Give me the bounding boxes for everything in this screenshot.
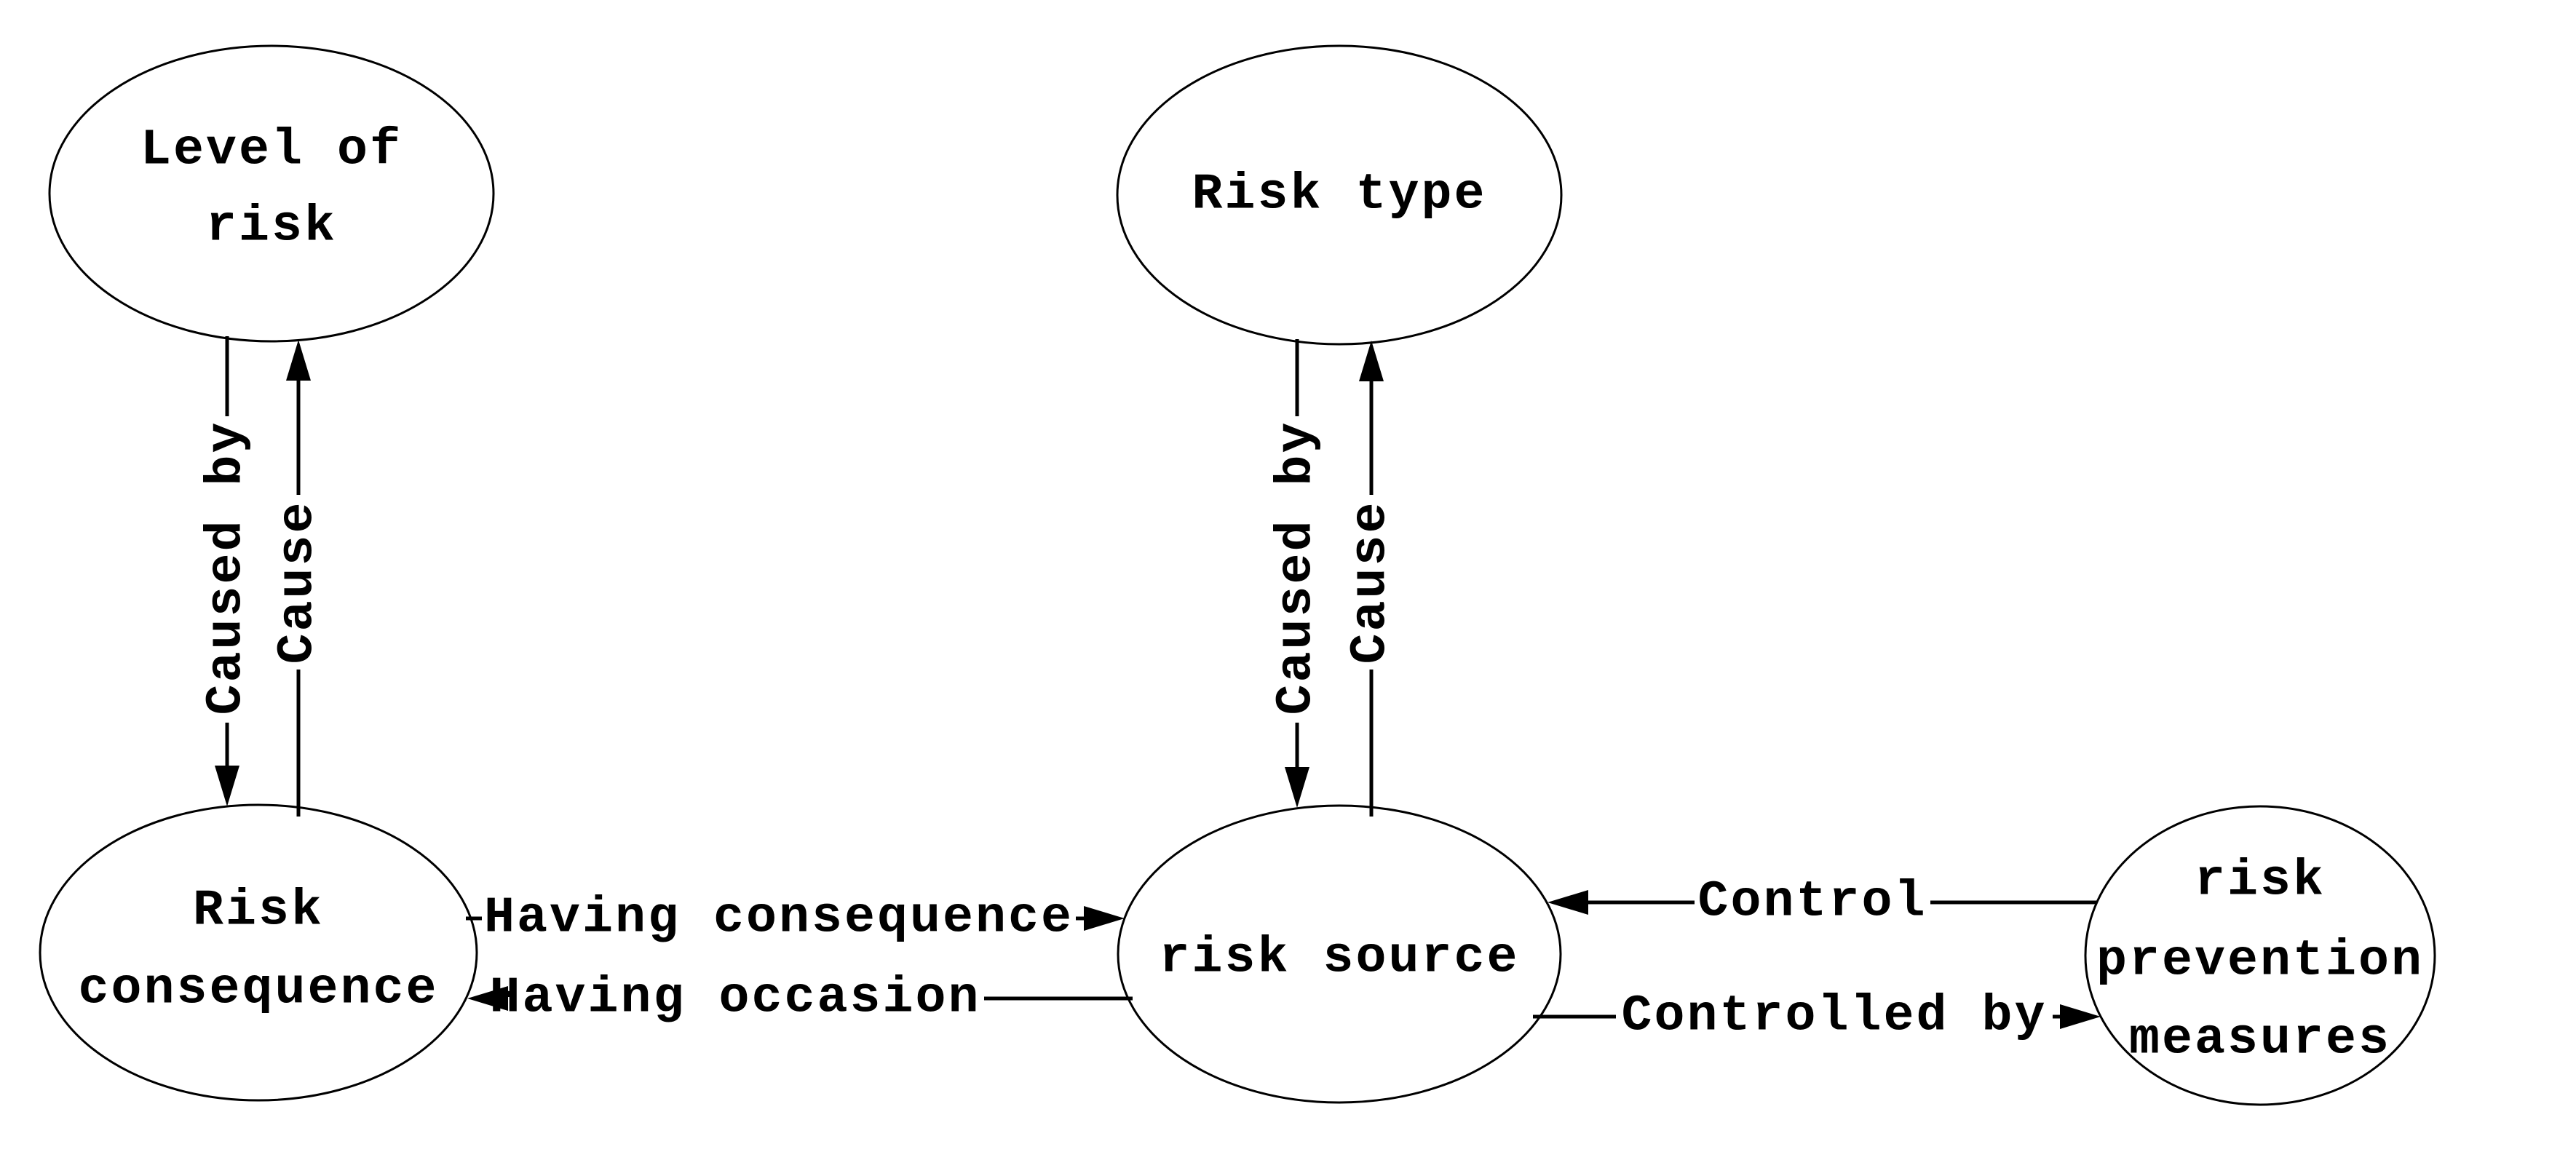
node-ellipse-risk-consequence [39,803,478,1102]
node-ellipse-risk-source [1117,804,1562,1104]
arrowhead-down-left-icon [215,766,239,806]
arrowhead-left-control-icon [1547,890,1588,915]
arrowhead-down-middle-icon [1285,767,1309,808]
node-label-risk-prevention-measures-line2: prevention [2096,933,2424,990]
edge-cause-middle: Cause [1343,341,1400,817]
node-risk-prevention-measures: risk prevention measures [2084,805,2436,1106]
node-risk-source: risk source [1117,804,1562,1104]
edge-label-controlled-by: Controlled by [1621,988,2047,1046]
node-label-level-of-risk-line1: Level of [140,122,403,180]
edge-label-control: Control [1697,874,1927,931]
arrowhead-up-left-icon [286,340,311,381]
edge-having-consequence: Having consequence [466,890,1125,948]
node-ellipse-level-of-risk [48,44,495,343]
edge-control: Control [1547,874,2097,931]
node-label-risk-consequence-line1: Risk [193,883,324,940]
node-ellipse-risk-type [1116,44,1563,346]
edge-caused-by-middle: Caused by [1269,339,1326,808]
edge-label-caused-by-middle: Caused by [1269,420,1326,715]
arrowhead-right-controlled-by-icon [2060,1004,2101,1029]
edge-label-having-consequence: Having consequence [484,890,1074,948]
edge-label-cause-left: Cause [270,500,328,664]
edge-label-having-occasion: Having occasion [489,970,980,1028]
node-label-risk-consequence-line2: consequence [78,961,438,1019]
edge-caused-by-left: Caused by [199,336,256,806]
node-risk-type: Risk type [1116,44,1563,346]
node-level-of-risk: Level of risk [48,44,495,343]
arrowhead-up-middle-icon [1359,341,1384,381]
edge-controlled-by: Controlled by [1533,988,2101,1046]
node-risk-consequence: Risk consequence [39,803,478,1102]
edge-cause-left: Cause [270,340,328,817]
node-label-risk-prevention-measures-line1: risk [2195,853,2326,910]
node-label-risk-source: risk source [1159,930,1519,988]
node-ellipse-risk-prevention-measures [2084,805,2436,1106]
node-label-risk-prevention-measures-line3: measures [2129,1012,2391,1069]
edge-label-caused-by-left: Caused by [199,420,256,715]
arrowhead-right-having-consequence-icon [1084,906,1125,931]
edge-label-cause-middle: Cause [1343,500,1400,664]
node-label-level-of-risk-line2: risk [206,199,337,256]
edge-having-occasion: Having occasion [467,970,1133,1028]
node-label-risk-type: Risk type [1192,167,1486,224]
